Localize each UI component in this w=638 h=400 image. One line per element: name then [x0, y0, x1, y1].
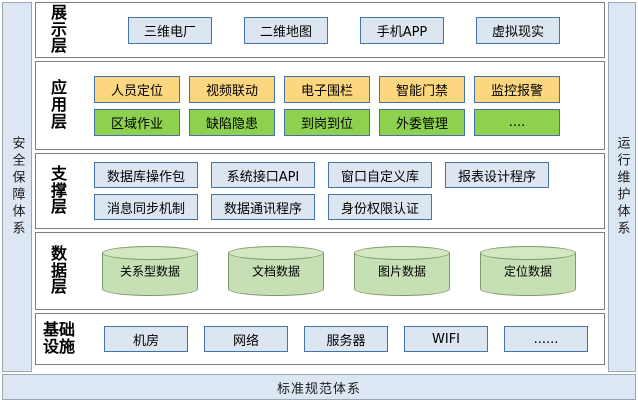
node-report-design-program[interactable]: 报表设计程序 [445, 162, 549, 188]
layer-application: 应用层 人员定位 视频联动 电子围栏 智能门禁 监控报警 区域作业 缺陷隐患 到… [35, 61, 605, 150]
cylinder-document-data[interactable]: 文档数据 [228, 246, 324, 296]
bottom-bar-standard-specification-system: 标准规范体系 [2, 374, 636, 400]
layer-data-body: 关系型数据 文档数据 图片数据 [82, 233, 604, 309]
node-mobile-app[interactable]: 手机APP [360, 16, 444, 44]
layer-infrastructure-label: 基础设施 [42, 320, 75, 356]
layer-support: 支撑层 数据库操作包 系统接口API 窗口自定义库 报表设计程序 消息同步机制 … [35, 153, 605, 229]
left-rail-label: 安全保障体系 [9, 136, 25, 238]
cylinder-image-data[interactable]: 图片数据 [354, 246, 450, 296]
cylinder-label: 定位数据 [503, 264, 552, 279]
right-rail-operation-maintenance-system: 运行维护体系 [608, 2, 636, 372]
layer-application-row-1: 区域作业 缺陷隐患 到岗到位 外委管理 .... [90, 108, 596, 136]
node-outsourcing-management[interactable]: 外委管理 [379, 108, 465, 136]
layer-data-label: 数据层 [50, 243, 67, 297]
layer-infrastructure-row-0: 机房 网络 服务器 WIFI ...... [90, 326, 596, 352]
cylinder-label: 文档数据 [251, 264, 300, 279]
cylinder-top-ellipse [480, 246, 576, 260]
node-system-interface-api[interactable]: 系统接口API [211, 162, 315, 188]
cylinder-top-ellipse [228, 246, 324, 260]
node-database-operation-package[interactable]: 数据库操作包 [94, 162, 198, 188]
node-network[interactable]: 网络 [204, 326, 288, 352]
layer-application-label-cell: 应用层 [36, 62, 82, 149]
node-machine-room[interactable]: 机房 [104, 326, 188, 352]
layer-display: 展示层 三维电厂 二维地图 手机APP 虚拟现实 [35, 2, 605, 58]
layer-support-body: 数据库操作包 系统接口API 窗口自定义库 报表设计程序 消息同步机制 数据通讯… [82, 154, 604, 228]
node-monitoring-alarm[interactable]: 监控报警 [474, 75, 560, 103]
layer-infrastructure: 基础设施 机房 网络 服务器 WIFI ...... [35, 313, 605, 365]
node-wifi[interactable]: WIFI [404, 326, 488, 352]
layer-support-row-1: 消息同步机制 数据通讯程序 身份权限认证 [90, 194, 596, 220]
cylinder-positioning-data[interactable]: 定位数据 [480, 246, 576, 296]
layer-support-label: 支撑层 [50, 163, 67, 217]
node-defect-hazard[interactable]: 缺陷隐患 [189, 108, 275, 136]
layer-application-body: 人员定位 视频联动 电子围栏 智能门禁 监控报警 区域作业 缺陷隐患 到岗到位 … [82, 62, 604, 149]
bottom-bar-label: 标准规范体系 [276, 381, 361, 397]
node-application-more[interactable]: .... [474, 108, 560, 136]
layer-infrastructure-body: 机房 网络 服务器 WIFI ...... [82, 314, 604, 364]
node-on-post-on-duty[interactable]: 到岗到位 [284, 108, 370, 136]
node-identity-permission-auth[interactable]: 身份权限认证 [328, 194, 432, 220]
layer-support-label-cell: 支撑层 [36, 154, 82, 228]
cylinder-relational-data[interactable]: 关系型数据 [102, 246, 198, 296]
cylinder-label: 关系型数据 [119, 264, 180, 279]
cylinder-top-ellipse [354, 246, 450, 260]
right-rail-label: 运行维护体系 [614, 136, 630, 238]
layer-display-label: 展示层 [50, 2, 67, 56]
node-server[interactable]: 服务器 [304, 326, 388, 352]
node-two-dimensional-map[interactable]: 二维地图 [244, 16, 328, 44]
node-area-operation[interactable]: 区域作业 [94, 108, 180, 136]
cylinder-label: 图片数据 [377, 264, 426, 279]
layer-display-label-cell: 展示层 [36, 3, 82, 57]
node-video-linkage[interactable]: 视频联动 [189, 75, 275, 103]
layer-application-label: 应用层 [50, 78, 67, 131]
node-message-sync-mechanism[interactable]: 消息同步机制 [94, 194, 198, 220]
layer-display-row-0: 三维电厂 二维地图 手机APP 虚拟现实 [90, 16, 596, 44]
node-personnel-positioning[interactable]: 人员定位 [94, 75, 180, 103]
layer-data: 数据层 关系型数据 文档 [35, 232, 605, 310]
layer-stack: 展示层 三维电厂 二维地图 手机APP 虚拟现实 应用层 [35, 2, 605, 372]
node-window-custom-library[interactable]: 窗口自定义库 [328, 162, 432, 188]
layer-data-label-cell: 数据层 [36, 233, 82, 309]
node-virtual-reality[interactable]: 虚拟现实 [476, 16, 560, 44]
cylinder-top-ellipse [102, 246, 198, 260]
left-rail-security-system: 安全保障体系 [2, 2, 32, 372]
layer-support-row-0: 数据库操作包 系统接口API 窗口自定义库 报表设计程序 [90, 162, 596, 188]
layer-application-row-0: 人员定位 视频联动 电子围栏 智能门禁 监控报警 [90, 75, 596, 103]
node-three-dimensional-plant[interactable]: 三维电厂 [128, 16, 212, 44]
node-electronic-fence[interactable]: 电子围栏 [284, 75, 370, 103]
node-smart-access-control[interactable]: 智能门禁 [379, 75, 465, 103]
node-data-communication-program[interactable]: 数据通讯程序 [211, 194, 315, 220]
layer-data-row-0: 关系型数据 文档数据 图片数据 [90, 246, 596, 296]
node-infrastructure-more[interactable]: ...... [504, 326, 588, 352]
layer-display-body: 三维电厂 二维地图 手机APP 虚拟现实 [82, 3, 604, 57]
layer-infrastructure-label-cell: 基础设施 [36, 314, 82, 364]
diagram-main-area: 安全保障体系 展示层 三维电厂 二维地图 手机APP 虚拟现实 [2, 2, 636, 372]
